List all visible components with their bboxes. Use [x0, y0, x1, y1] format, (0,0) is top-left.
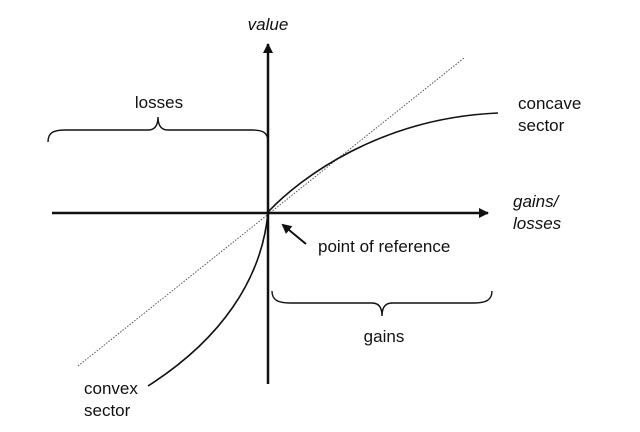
concave-label-line1: concave — [518, 94, 581, 113]
gains-brace — [271, 290, 493, 317]
reference-point-arrow — [281, 223, 307, 245]
reference-point-label: point of reference — [318, 237, 450, 256]
x-axis-label-line2: losses — [513, 214, 562, 233]
gains-label: gains — [364, 327, 405, 346]
convex-label-line2: sector — [84, 401, 131, 420]
losses-label: losses — [135, 93, 183, 112]
x-axis-label-line1: gains/ — [513, 192, 561, 211]
y-axis-label: value — [248, 15, 289, 34]
convex-label-line1: convex — [84, 379, 138, 398]
concave-label-line2: sector — [518, 116, 565, 135]
losses-brace — [47, 116, 269, 143]
